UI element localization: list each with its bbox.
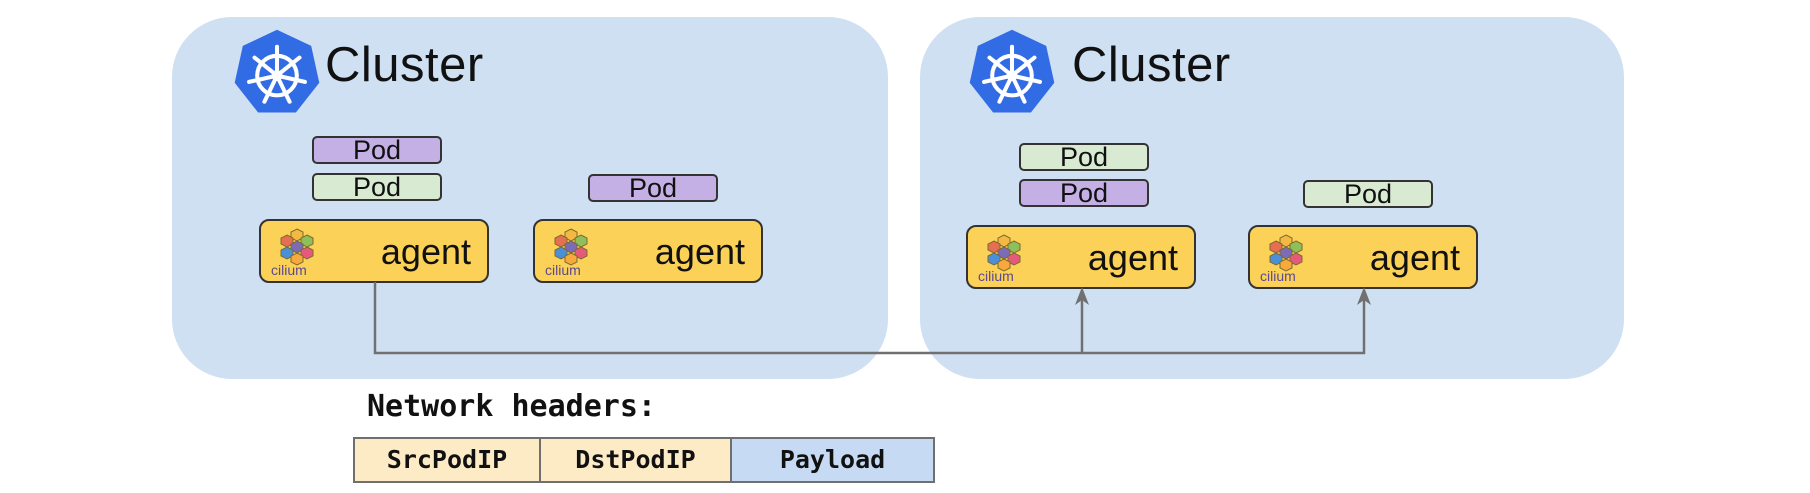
cluster-title: Cluster: [325, 38, 484, 92]
agent-label: agent: [654, 231, 745, 272]
cilium-logo-text: cilium: [271, 262, 307, 278]
cilium-agent: cilium agent: [259, 219, 489, 283]
network-headers-table: SrcPodIP DstPodIP Payload: [353, 437, 935, 483]
pod: Pod: [1019, 179, 1149, 207]
cilium-logo-text: cilium: [545, 262, 581, 278]
agent-label: agent: [380, 231, 471, 272]
cluster-title: Cluster: [1072, 38, 1231, 92]
kubernetes-logo-icon: [232, 27, 322, 117]
header-field-payload: Payload: [732, 437, 935, 483]
header-field-dst-pod-ip: DstPodIP: [541, 437, 732, 483]
cilium-logo-text: cilium: [978, 268, 1014, 284]
pod: Pod: [588, 174, 718, 202]
pod: Pod: [1019, 143, 1149, 171]
cilium-agent: cilium agent: [966, 225, 1196, 289]
pod: Pod: [312, 136, 442, 164]
kubernetes-logo-icon: [967, 27, 1057, 117]
cilium-agent: cilium agent: [1248, 225, 1478, 289]
header-field-src-pod-ip: SrcPodIP: [353, 437, 541, 483]
cilium-agent: cilium agent: [533, 219, 763, 283]
network-headers-title: Network headers:: [367, 389, 656, 424]
pod: Pod: [312, 173, 442, 201]
cluster-right: Cluster Pod Pod cilium agent Pod cilium …: [920, 17, 1624, 379]
pod: Pod: [1303, 180, 1433, 208]
agent-label: agent: [1369, 237, 1460, 278]
cluster-left: Cluster Pod Pod cilium agent Pod cilium …: [172, 17, 888, 379]
cilium-logo-text: cilium: [1260, 268, 1296, 284]
agent-label: agent: [1087, 237, 1178, 278]
